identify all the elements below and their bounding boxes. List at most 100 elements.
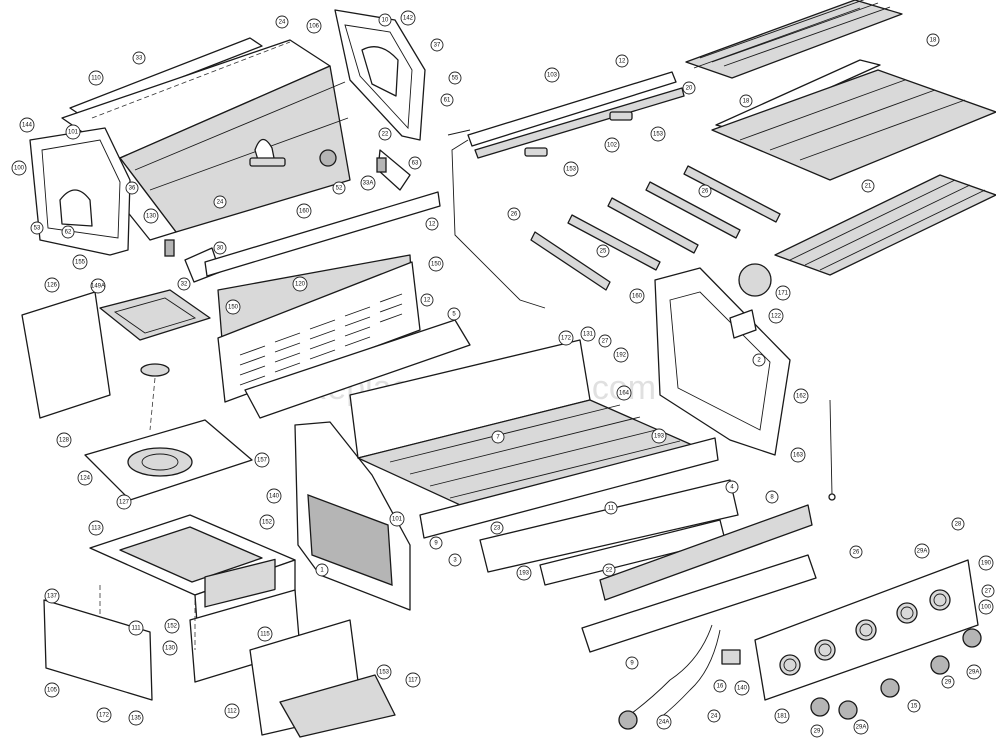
side-burner-assembly bbox=[21, 289, 253, 501]
callout-bubble bbox=[61, 225, 75, 239]
callout-bubble bbox=[88, 70, 104, 86]
callout-label: 163 bbox=[793, 453, 804, 459]
callout-label: 26 bbox=[702, 189, 709, 195]
callout-label: 24 bbox=[279, 20, 286, 26]
callout-c100b: 100 bbox=[978, 599, 994, 615]
callout-c164: 164 bbox=[616, 385, 632, 401]
callout-bubble bbox=[907, 699, 921, 713]
callout-label: 171 bbox=[778, 291, 789, 297]
callout-bubble bbox=[580, 326, 596, 342]
callout-label: 192 bbox=[616, 353, 627, 359]
callout-label: 26 bbox=[853, 550, 860, 556]
callout-label: 23 bbox=[494, 526, 501, 532]
callout-label: 20 bbox=[686, 86, 693, 92]
callout-label: 101 bbox=[68, 130, 79, 136]
callout-c115: 115 bbox=[257, 626, 273, 642]
callout-c127: 127 bbox=[116, 494, 132, 510]
callout-c153c: 153 bbox=[563, 161, 579, 177]
callout-label: 3 bbox=[453, 558, 457, 564]
callout-label: 36 bbox=[129, 186, 136, 192]
callout-c2: 2 bbox=[752, 353, 766, 367]
callout-bubble bbox=[90, 278, 106, 294]
callout-c130b: 130 bbox=[162, 640, 178, 656]
callout-label: 172 bbox=[561, 336, 572, 342]
callout-label: 144 bbox=[22, 123, 33, 129]
callout-bubble bbox=[257, 626, 273, 642]
callout-c152a: 152 bbox=[164, 618, 180, 634]
callout-c7: 7 bbox=[491, 430, 505, 444]
callout-label: 30 bbox=[217, 246, 224, 252]
callout-bubble bbox=[125, 181, 139, 195]
callout-label: 28 bbox=[955, 522, 962, 528]
callout-label: 1 bbox=[320, 568, 324, 574]
callout-c172b: 172 bbox=[558, 330, 574, 346]
callout-label: 120 bbox=[295, 282, 306, 288]
callout-c142: 142 bbox=[400, 10, 416, 26]
callout-c28: 28 bbox=[951, 517, 965, 531]
callout-c29a: 29A bbox=[914, 543, 930, 559]
callout-label: 9 bbox=[630, 661, 634, 667]
callout-label: 190 bbox=[981, 561, 992, 567]
callout-c33a: 33A bbox=[360, 175, 376, 191]
callout-label: 100 bbox=[981, 605, 992, 611]
callout-c110: 110 bbox=[88, 70, 104, 86]
callout-c37a: 37 bbox=[430, 38, 444, 52]
callout-label: 4 bbox=[730, 485, 734, 491]
callout-label: 117 bbox=[408, 678, 418, 684]
callout-bubble bbox=[625, 656, 639, 670]
callout-bubble bbox=[810, 724, 824, 738]
callout-bubble bbox=[360, 175, 376, 191]
callout-bubble bbox=[72, 254, 88, 270]
callout-label: 27 bbox=[602, 339, 609, 345]
callout-bubble bbox=[400, 10, 416, 26]
callout-bubble bbox=[941, 675, 955, 689]
callout-label: 152 bbox=[262, 520, 273, 526]
callout-c36: 36 bbox=[125, 181, 139, 195]
callout-label: 111 bbox=[131, 626, 141, 632]
callout-bubble bbox=[507, 207, 521, 221]
callout-c181: 181 bbox=[774, 708, 790, 724]
callout-bubble bbox=[44, 588, 60, 604]
callout-label: 26 bbox=[511, 212, 518, 218]
callout-label: 140 bbox=[269, 494, 280, 500]
callout-c162: 162 bbox=[793, 388, 809, 404]
callout-bubble bbox=[425, 217, 439, 231]
callout-bubble bbox=[164, 618, 180, 634]
callout-c24: 24 bbox=[275, 15, 289, 29]
callout-c106a: 106 bbox=[306, 18, 322, 34]
callout-bubble bbox=[651, 428, 667, 444]
callout-label: 55 bbox=[452, 76, 459, 82]
callout-c160: 160 bbox=[296, 203, 312, 219]
callout-c26a: 26 bbox=[698, 184, 712, 198]
callout-label: 5 bbox=[452, 312, 456, 318]
callout-label: 113 bbox=[91, 526, 101, 532]
callout-bubble bbox=[615, 54, 629, 68]
callout-c124: 124 bbox=[77, 470, 93, 486]
callout-bubble bbox=[604, 137, 620, 153]
callout-label: 149A bbox=[91, 284, 105, 290]
callout-bubble bbox=[30, 221, 44, 235]
callout-bubble bbox=[596, 244, 610, 258]
callout-bubble bbox=[650, 126, 666, 142]
callout-bubble bbox=[88, 520, 104, 536]
callout-label: 29A bbox=[856, 725, 867, 731]
callout-c53: 53 bbox=[30, 221, 44, 235]
callout-label: 16 bbox=[717, 684, 724, 690]
callout-c12c: 12 bbox=[615, 54, 629, 68]
callout-bubble bbox=[128, 620, 144, 636]
callout-c29c: 29A bbox=[966, 664, 982, 680]
callout-bubble bbox=[225, 299, 241, 315]
callout-bubble bbox=[315, 563, 329, 577]
callout-bubble bbox=[224, 703, 240, 719]
callout-bubble bbox=[981, 584, 995, 598]
callout-label: 22 bbox=[606, 568, 613, 574]
callout-c160b: 160 bbox=[629, 288, 645, 304]
callout-label: 27 bbox=[985, 589, 992, 595]
callout-label: 124 bbox=[80, 476, 91, 482]
callout-bubble bbox=[563, 161, 579, 177]
callout-c22b: 22 bbox=[602, 563, 616, 577]
callout-label: 9 bbox=[434, 541, 438, 547]
callout-label: 135 bbox=[131, 716, 142, 722]
callout-c22a: 22 bbox=[378, 127, 392, 141]
callout-bubble bbox=[448, 71, 462, 85]
